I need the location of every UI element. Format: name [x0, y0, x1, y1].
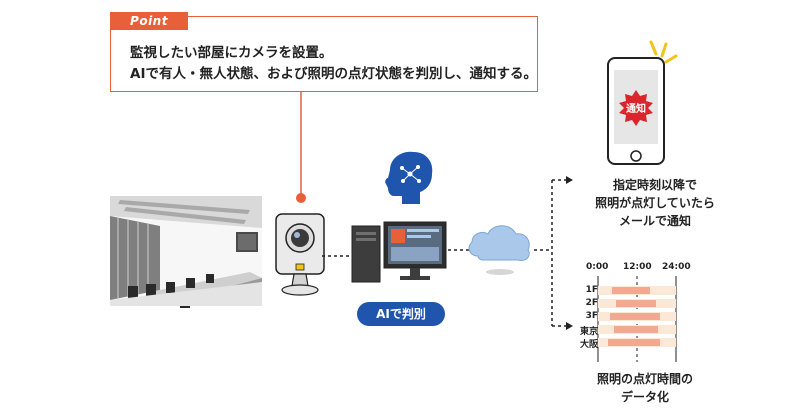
timeline-tick-0: 0:00	[586, 262, 609, 272]
arrow-to-timeline-icon	[566, 322, 573, 330]
timeline-tick-24: 24:00	[662, 262, 691, 272]
ai-judgement-label: AIで判別	[357, 302, 445, 326]
notification-text-line-3: メールで通知	[618, 214, 691, 228]
timeline-bar-osaka	[608, 339, 660, 346]
floor-label-2f: 2F	[585, 298, 598, 308]
phone-notification-badge: 通知	[626, 104, 646, 115]
floor-label-3f: 3F	[585, 311, 598, 321]
ai-brain-icon	[385, 151, 433, 204]
timeline-bar-tokyo	[614, 326, 658, 333]
cloud-icon	[468, 225, 530, 275]
timeline-bar-1f	[612, 287, 650, 294]
alert-ray-icon	[649, 40, 658, 56]
timeline-bar-3f	[610, 313, 660, 320]
timeline-bar-2f	[616, 300, 656, 307]
point-text-line-2: AIで有人・無人状態、および照明の点灯状態を判別し、通知する。	[130, 66, 537, 82]
floor-label-osaka: 大阪	[579, 340, 598, 350]
smartphone-illustration	[607, 40, 678, 165]
timeline-caption-line-2: データ化	[620, 390, 669, 404]
office-room-illustration	[110, 196, 262, 308]
lighting-timeline-chart	[597, 276, 677, 362]
point-tag: Point	[110, 12, 188, 30]
ai-computer-illustration	[351, 221, 447, 283]
point-connector-dot	[296, 193, 306, 203]
timeline-caption-line-1: 照明の点灯時間の	[596, 372, 693, 386]
arrow-to-phone-icon	[566, 176, 573, 184]
timeline-tick-12: 12:00	[623, 262, 652, 272]
point-text-line-1: 監視したい部屋にカメラを設置。	[130, 45, 333, 61]
floor-label-1f: 1F	[585, 285, 598, 295]
notification-burst-icon	[619, 90, 653, 126]
notification-text-line-2: 照明が点灯していたら	[595, 196, 715, 210]
notification-text-line-1: 指定時刻以降で	[612, 178, 697, 192]
floor-label-tokyo: 東京	[579, 327, 598, 337]
camera-illustration	[275, 213, 325, 296]
